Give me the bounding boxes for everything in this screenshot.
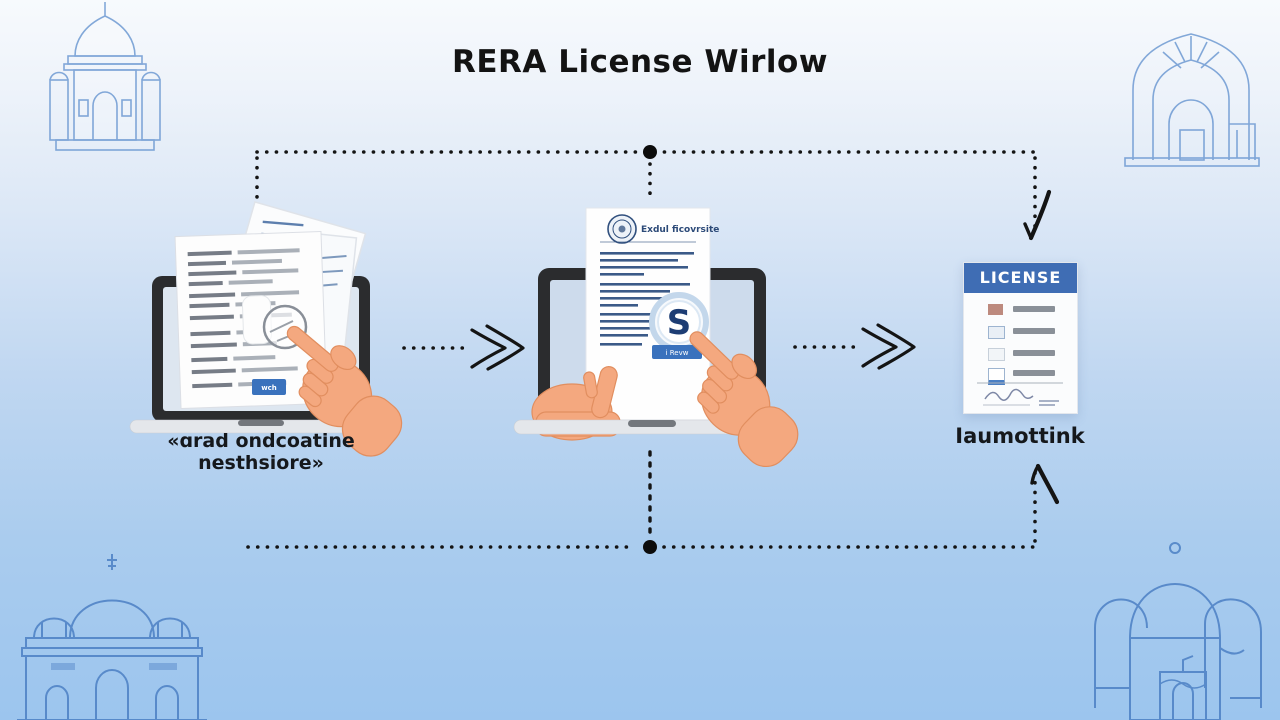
license-row-bar: [1013, 350, 1055, 356]
license-row-bar: [1013, 328, 1055, 334]
step-submit-online-illustration: Exdul ficovrsite S: [513, 207, 818, 477]
license-card-header: LICENSE: [964, 263, 1077, 293]
license-row-bar: [1013, 306, 1055, 312]
step1-caption: «ɑrad ondcoatine nesthsiore»: [167, 430, 355, 474]
domes-sketch-bottom-right: [1094, 542, 1262, 720]
scan-button: wch: [252, 379, 286, 395]
arrowhead-bottom-right: [1035, 463, 1060, 505]
mosque-sketch-bottom-left: [17, 554, 207, 720]
license-row-icon: [988, 304, 1003, 315]
scanned-document: [174, 230, 328, 410]
arrowhead-bottom-right-tick: [1030, 464, 1040, 485]
page-title: RERA License Wirlow: [452, 44, 828, 80]
license-row-icon: [988, 348, 1005, 361]
document-text-lines: [600, 252, 694, 346]
taj-mahal-sketch-top-left: [49, 2, 161, 151]
connector-junction-dot-bottom: [643, 540, 657, 554]
scan-button-label: wch: [261, 384, 277, 392]
chevron-arrow-1: [470, 324, 525, 371]
license-row: [964, 347, 1077, 361]
license-row-bar: [1013, 370, 1055, 376]
chevron-arrow-2: [861, 323, 916, 370]
official-seal-icon: [607, 214, 637, 244]
step-scan-documents-illustration: wch: [129, 200, 421, 466]
laptop-base-notch: [628, 420, 676, 427]
application-document: Exdul ficovrsite S: [585, 207, 719, 421]
step3-caption: Iaumottink: [955, 424, 1085, 448]
submit-button: i Revw: [652, 345, 702, 359]
arrowhead-top-right-tick: [1023, 222, 1033, 240]
stamp-letter: S: [667, 303, 692, 343]
arch-gateway-sketch-top-right: [1124, 33, 1260, 167]
license-row-icon: [988, 326, 1005, 339]
license-card: LICENSE: [963, 262, 1078, 414]
submit-button-label: i Revw: [666, 349, 689, 357]
license-row: [964, 303, 1077, 317]
workflow-connectors: [246, 145, 1060, 554]
arrowhead-top-right: [1028, 189, 1052, 241]
document-title: Exdul ficovrsite: [641, 225, 719, 235]
license-signature-area: [977, 382, 1063, 406]
connector-junction-dot-top: [643, 145, 657, 159]
laptop-base-notch: [238, 420, 284, 426]
license-row: [964, 325, 1077, 339]
